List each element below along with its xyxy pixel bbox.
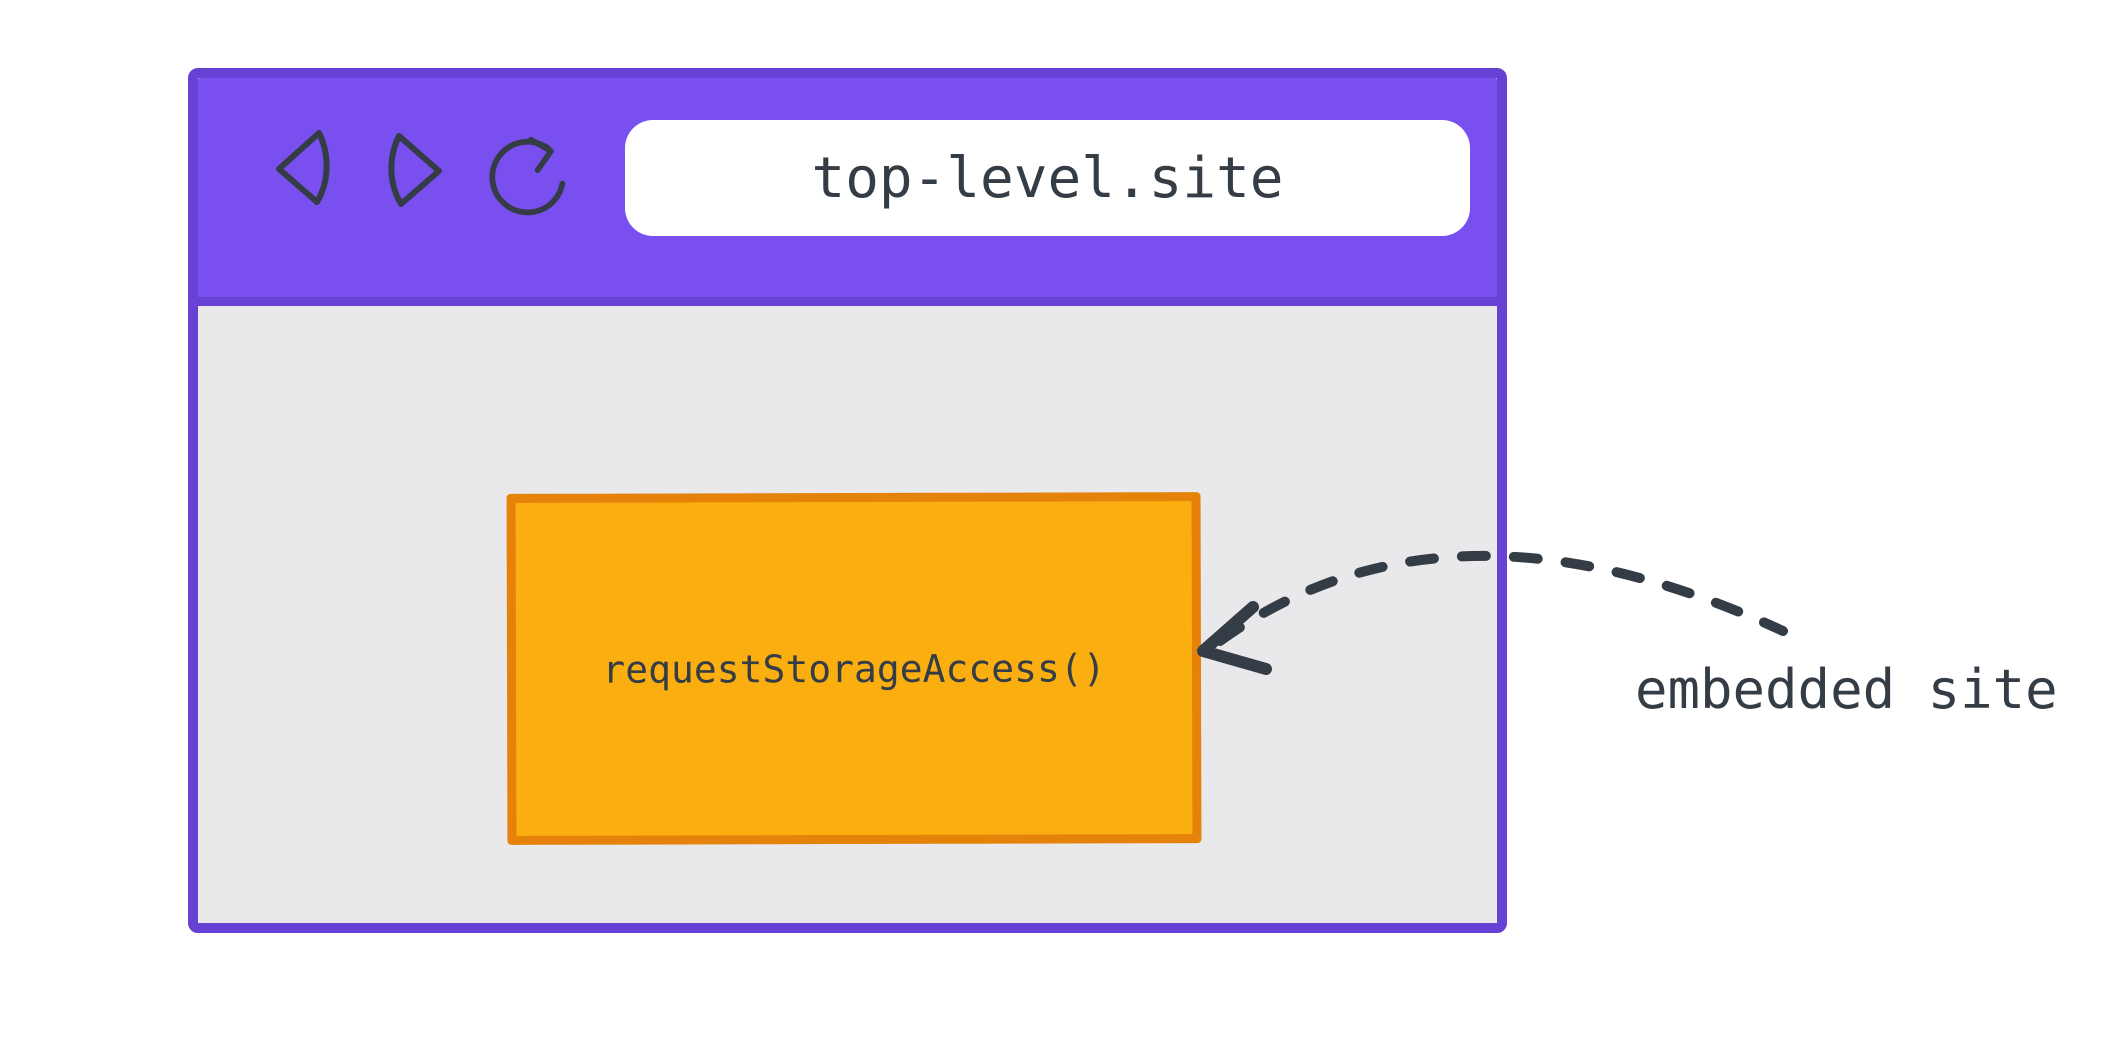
browser-window: top-level.site requestStorageAccess() xyxy=(188,68,1507,933)
annotation-arrow xyxy=(1197,550,1788,675)
embedded-frame-label: requestStorageAccess() xyxy=(602,645,1106,692)
annotation-label: embedded site xyxy=(1635,658,2058,721)
address-bar[interactable]: top-level.site xyxy=(625,120,1470,236)
browser-toolbar: top-level.site xyxy=(198,78,1497,306)
back-icon[interactable] xyxy=(272,125,330,212)
reload-icon[interactable] xyxy=(485,130,571,220)
forward-icon[interactable] xyxy=(386,128,446,213)
embedded-iframe[interactable]: requestStorageAccess() xyxy=(506,492,1202,845)
address-bar-url: top-level.site xyxy=(811,145,1284,211)
